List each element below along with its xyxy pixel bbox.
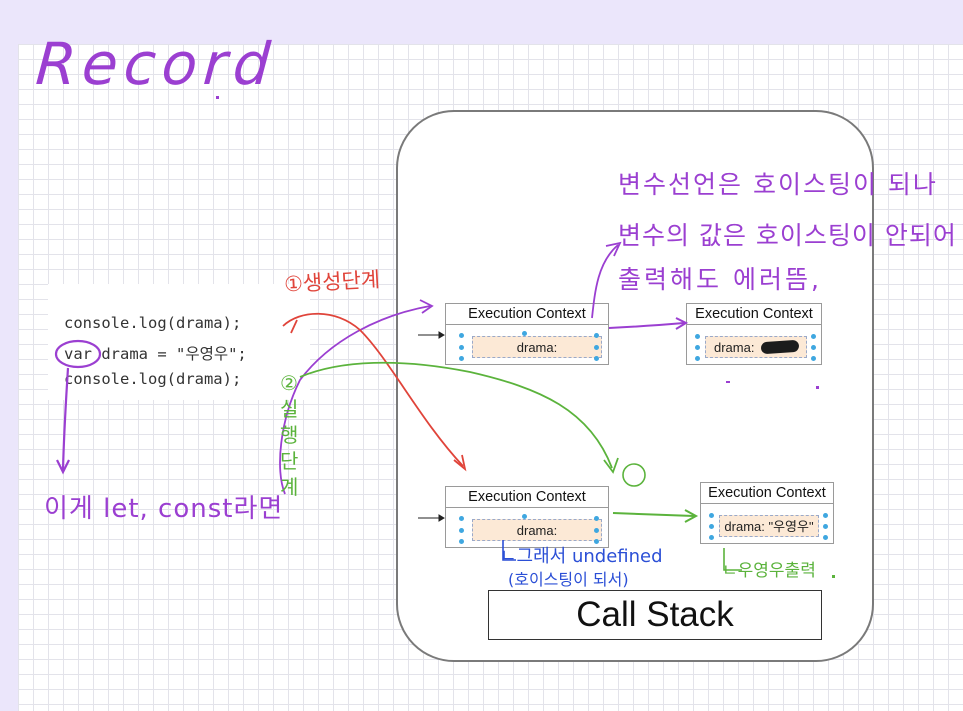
annotation-hoist-note-1: 변수선언은 호이스팅이 되나	[618, 170, 938, 199]
selection-handle	[459, 333, 464, 338]
purple-context-transition-arrow	[608, 317, 689, 330]
selection-handle	[522, 514, 527, 519]
selection-handle	[811, 345, 816, 350]
selection-handle	[459, 539, 464, 544]
green-context-transition-arrow	[612, 509, 699, 523]
annotation-undefined-note-2: (호이스팅이 되서)	[508, 570, 629, 589]
green-output-hook	[723, 548, 742, 571]
execution-context-3: Execution Context drama:	[445, 486, 609, 548]
selection-handle	[594, 516, 599, 521]
execution-context-2: Execution Context drama:	[686, 303, 822, 365]
call-stack-label: Call Stack	[488, 590, 822, 640]
selection-handle	[709, 535, 714, 540]
selection-handle	[709, 524, 714, 529]
purple-hoist-arrow	[591, 241, 622, 319]
selection-handle	[695, 334, 700, 339]
selection-handle	[459, 528, 464, 533]
selection-handle	[594, 539, 599, 544]
execution-context-title: Execution Context	[701, 483, 833, 504]
code-line-2: var drama = "우영우";	[64, 345, 247, 363]
red-creation-arrow	[282, 312, 467, 472]
green-execution-arrow	[299, 361, 619, 474]
selection-handle	[594, 333, 599, 338]
annotation-step1: ①생성단계	[283, 267, 381, 297]
execution-context-title: Execution Context	[446, 304, 608, 325]
selection-handle	[522, 331, 527, 336]
annotation-undefined-note-1: ㄴ그래서 undefined	[500, 546, 663, 567]
execution-context-title: Execution Context	[687, 304, 821, 325]
selection-handle	[811, 356, 816, 361]
execution-context-4: Execution Context drama: "우영우"	[700, 482, 834, 544]
annotation-let-const: 이게 let, const라면	[44, 494, 284, 524]
annotation-hoist-note-2: 변수의 값은 호이스팅이 안되어	[618, 221, 957, 250]
context-variable: drama: "우영우"	[719, 515, 819, 537]
execution-context-1: Execution Context drama:	[445, 303, 609, 365]
green-stray-mark	[832, 575, 835, 578]
purple-let-const-arrow	[279, 299, 434, 495]
context-entry-arrow	[418, 331, 445, 522]
selection-handle	[459, 356, 464, 361]
code-line-1: console.log(drama);	[64, 314, 242, 332]
annotation-output-note: ㄴ우영우출력	[722, 561, 816, 581]
green-step3-circle	[622, 463, 646, 487]
purple-stray-marks	[216, 96, 819, 389]
execution-context-title: Execution Context	[446, 487, 608, 508]
code-line-3: console.log(drama);	[64, 370, 242, 388]
selection-handle	[594, 528, 599, 533]
selection-handle	[695, 356, 700, 361]
context-variable: drama:	[472, 336, 602, 358]
selection-handle	[823, 513, 828, 518]
annotation-hoist-note-3: 출력해도 에러뜸,	[618, 265, 822, 294]
selection-handle	[594, 356, 599, 361]
context-variable: drama:	[472, 519, 602, 541]
code-snippet-panel: console.log(drama); var drama = "우영우"; c…	[48, 284, 310, 400]
selection-handle	[811, 334, 816, 339]
top-band	[0, 0, 963, 44]
call-stack-frame	[396, 110, 874, 662]
selection-handle	[823, 524, 828, 529]
selection-handle	[823, 535, 828, 540]
annotation-step2: ②실행단계	[280, 371, 299, 499]
selection-handle	[594, 345, 599, 350]
blue-undefined-hook	[502, 540, 516, 561]
left-band	[0, 44, 18, 711]
selection-handle	[459, 345, 464, 350]
selection-handle	[459, 516, 464, 521]
purple-var-circle	[54, 339, 102, 475]
selection-handle	[709, 513, 714, 518]
selection-handle	[695, 345, 700, 350]
